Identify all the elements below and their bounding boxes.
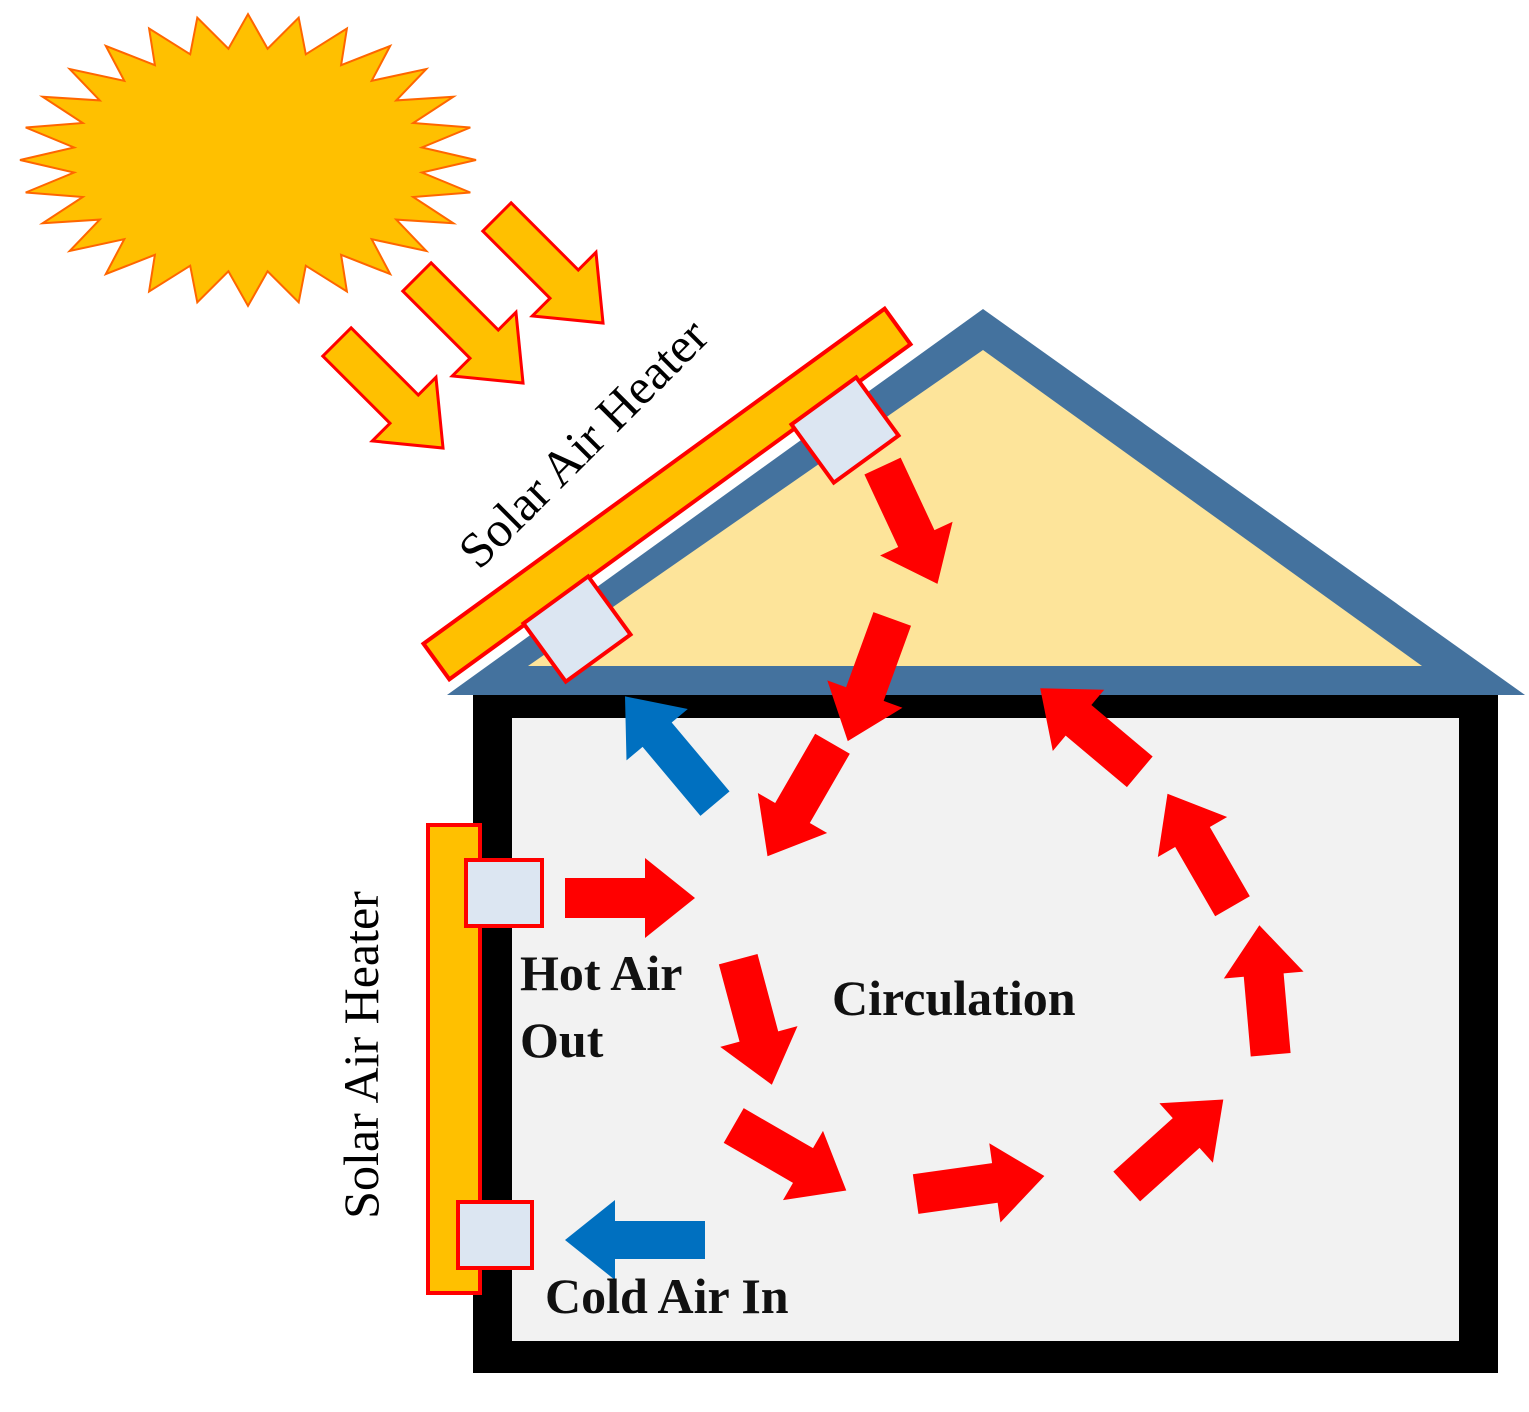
cold-air-arrow-icon <box>625 696 730 816</box>
attic-space <box>528 350 1422 666</box>
hot-air-arrow-icon <box>827 612 912 742</box>
circulation-label: Circulation <box>832 970 1076 1026</box>
roof-vent-upper <box>788 374 902 486</box>
sunlight-arrow-icon <box>400 260 525 385</box>
sun-icon <box>19 12 477 308</box>
hot-air-out-label-line1: Hot Air <box>520 945 682 1001</box>
hot-air-arrow-icon <box>565 858 695 938</box>
hot-air-arrow-icon <box>1113 1099 1224 1202</box>
hot-air-arrow-icon <box>864 457 953 584</box>
hot-air-arrow-icon <box>912 1143 1045 1223</box>
sunlight-arrow-icon <box>320 325 445 450</box>
hot-air-arrow-icon <box>1040 688 1153 788</box>
wall-vent-lower <box>456 1200 534 1270</box>
hot-air-arrow-icon <box>1157 793 1250 917</box>
roof-vent-lower <box>520 573 634 685</box>
hot-air-circulation <box>565 457 1304 1223</box>
cold-air-in-label: Cold Air In <box>545 1268 789 1324</box>
hot-air-out-label-line2: Out <box>520 1012 604 1068</box>
cold-air-arrow-icon <box>565 1200 705 1280</box>
hot-air-arrow-icon <box>1223 925 1304 1057</box>
hot-air-arrow-icon <box>723 1108 847 1201</box>
sunlight-rays <box>320 200 605 450</box>
hot-air-arrow-icon <box>718 954 798 1085</box>
cold-air-flow <box>565 696 730 1280</box>
hot-air-arrow-icon <box>757 733 850 857</box>
wall-vent-upper <box>464 858 544 928</box>
wall-heater-label: Solar Air Heater <box>333 891 389 1219</box>
roof-solar-air-heater <box>420 305 914 683</box>
sunlight-arrow-icon <box>480 200 605 325</box>
